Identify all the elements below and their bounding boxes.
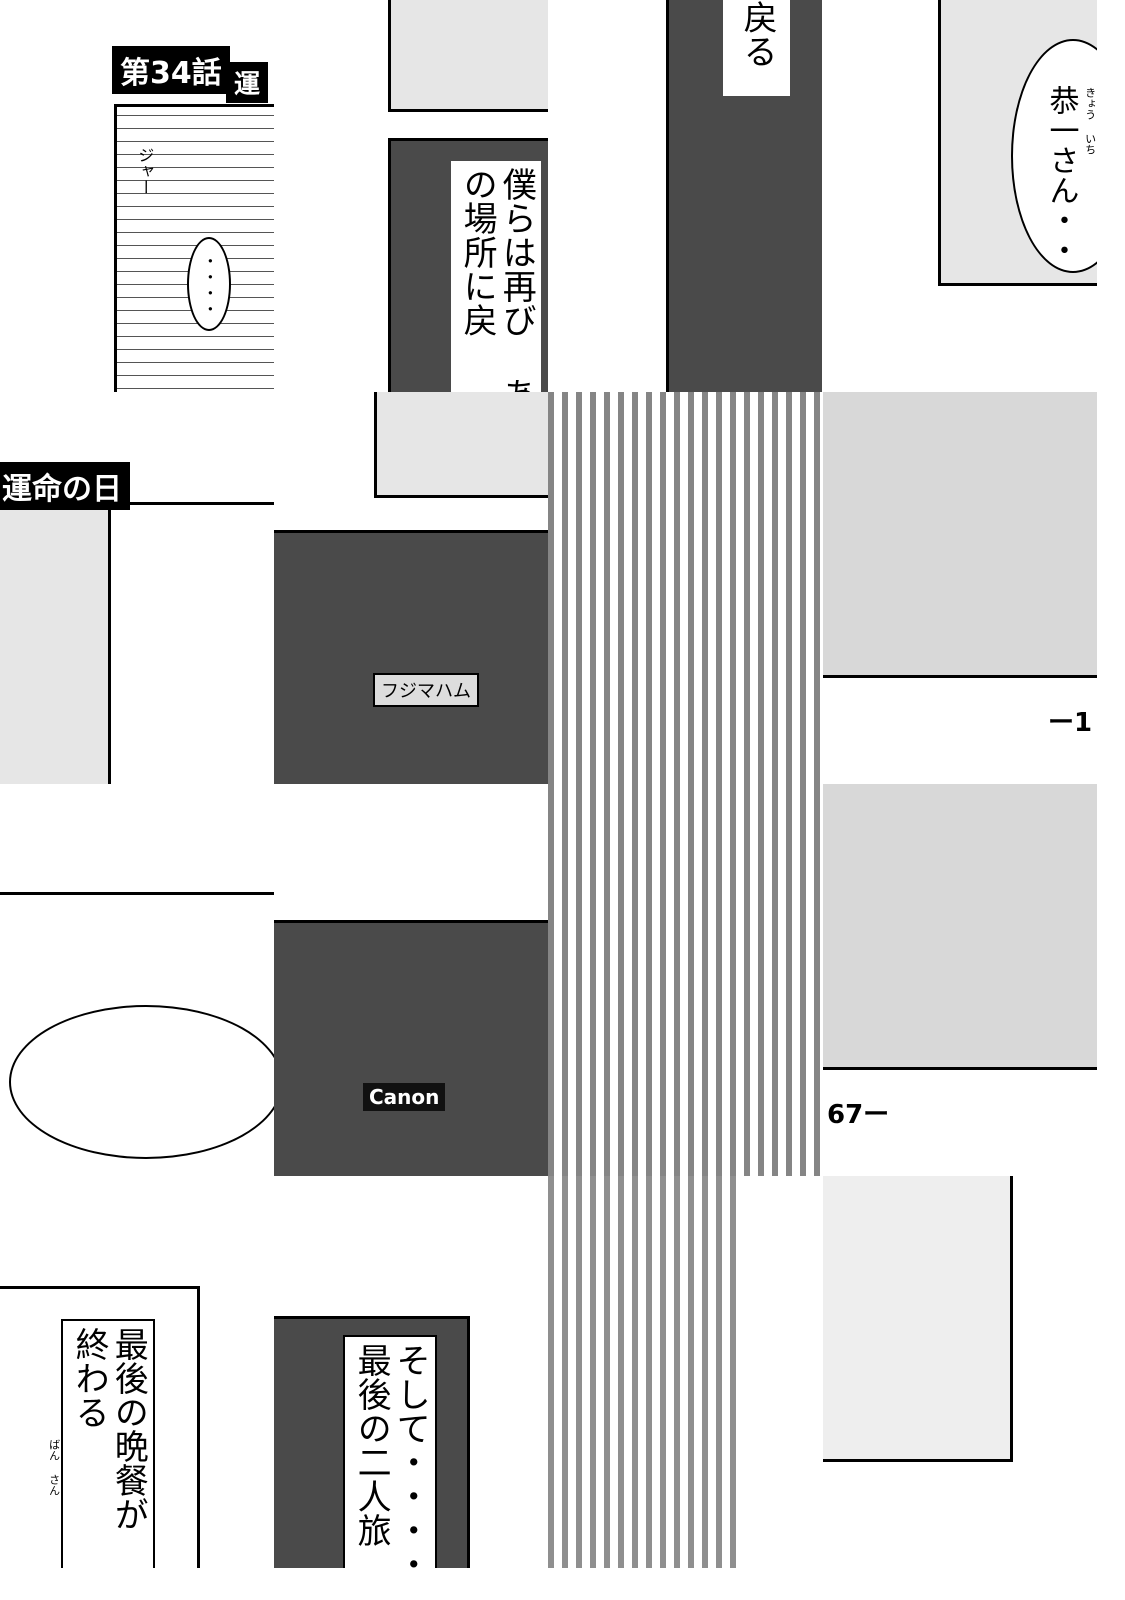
tile-chapter-title: 運命の日 — [0, 392, 274, 784]
narration-panel: 僕らは再び あの場所に戻 — [388, 138, 548, 392]
tile-billboard: フジマハム — [274, 392, 548, 784]
narration-box-2: 最後の晩餐が 終わる — [61, 1319, 156, 1568]
billboard-panel: フジマハム — [274, 530, 548, 784]
tile-curb — [823, 1176, 1097, 1568]
narration-box-3: そして・・・・ 最後の二人旅 — [343, 1335, 438, 1568]
tray-panel — [374, 392, 548, 498]
tile-street-top: 戻る — [548, 0, 822, 392]
chapter-title-fragment: 運 — [226, 62, 269, 103]
speech-bubble: ・・・・ — [187, 237, 231, 331]
tile-narration-3: そして・・・・ 最後の二人旅 — [274, 1176, 548, 1568]
car-panel — [823, 784, 1097, 1070]
page-number-left: 67ー — [827, 1100, 890, 1130]
page-number-right: ー1 — [1048, 708, 1093, 738]
tile-road-2: 67ー — [823, 784, 1097, 1176]
ruby-kyoichi: きょう いち — [1083, 87, 1097, 155]
speech-bubble-kyoichi: きょう いち 恭一さん・・ — [1011, 39, 1097, 273]
tile-narration-1: 僕らは再び あの場所に戻 — [274, 0, 548, 392]
tile-street-sign — [548, 1176, 740, 1568]
tile-road-1: ー1 — [823, 392, 1097, 784]
man-panel — [0, 502, 111, 784]
final-trip-panel: そして・・・・ 最後の二人旅 — [274, 1316, 470, 1568]
tile-canon-sign: Canon — [274, 784, 548, 1176]
canon-panel: Canon — [274, 920, 548, 1176]
chapter-title: 運命の日 — [0, 462, 130, 510]
bubble-text: ・・・・ — [199, 253, 219, 317]
narration-box-1-end: 戻る — [723, 0, 791, 96]
table-panel — [108, 502, 274, 784]
billboard-sign: フジマハム — [373, 673, 479, 707]
kitchen-panel: ジャー ・・・・ — [114, 104, 274, 392]
tile-buildings-2 — [548, 784, 822, 1176]
chapter-number: 第34話 — [112, 46, 230, 94]
plate-panel — [0, 892, 274, 1176]
canon-sign: Canon — [363, 1083, 446, 1111]
speech-panel: きょう いち 恭一さん・・ — [938, 0, 1097, 286]
tile-plate — [0, 784, 274, 1176]
tile-narration-2: 最後の晩餐が 終わる ばん さん — [0, 1176, 274, 1568]
plate-icon — [9, 1005, 274, 1159]
speech-text: 恭一さん・・ — [1043, 85, 1079, 265]
sink-panel — [388, 0, 548, 112]
road-panel — [823, 392, 1097, 678]
narration-box-1: 僕らは再び あの場所に戻 — [451, 161, 542, 392]
curb-panel — [823, 1176, 1013, 1462]
sound-effect: ジャー — [135, 147, 155, 195]
ruby-bansan: ばん さん — [47, 1439, 61, 1496]
tile-speech: きょう いち 恭一さん・・ — [823, 0, 1097, 392]
dinner-panel: 最後の晩餐が 終わる ばん さん — [0, 1286, 200, 1568]
tile-buildings-1 — [548, 392, 822, 784]
tile-chapter-heading: 第34話 運 ジャー ・・・・ — [0, 0, 274, 392]
